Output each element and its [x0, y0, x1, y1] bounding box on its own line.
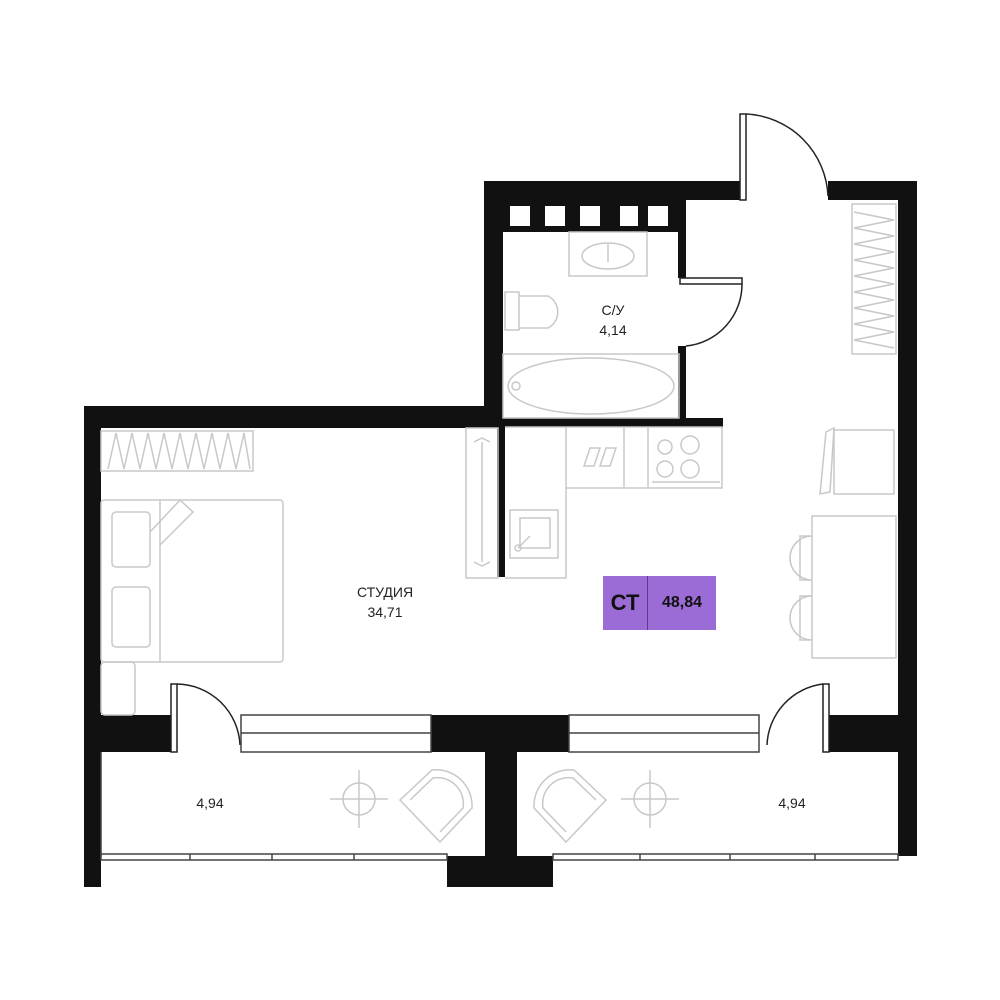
balcony-right-area: 4,94	[778, 795, 806, 811]
furniture	[100, 203, 897, 844]
vent-openings	[510, 206, 668, 226]
bathroom-name: С/У	[601, 302, 625, 318]
studio-name: СТУДИЯ	[356, 584, 414, 600]
toilet	[504, 291, 559, 331]
balcony-left-area: 4,94	[196, 795, 224, 811]
bathroom-area: 4,14	[599, 322, 627, 338]
balcony-chair-left	[398, 769, 473, 844]
balcony-chair-right	[533, 769, 608, 844]
kitchen-sink	[509, 509, 559, 559]
wardrobe-hall	[851, 203, 897, 355]
bathtub	[502, 353, 680, 419]
windows	[100, 714, 899, 861]
bed	[100, 498, 284, 716]
bathroom-sink	[568, 231, 648, 277]
dining-table	[789, 515, 897, 659]
sliding-panel	[465, 427, 499, 579]
studio-label: СТУДИЯ 34,71	[330, 582, 440, 622]
bathroom-label: С/У 4,14	[580, 300, 646, 340]
balcony-table-left	[330, 770, 388, 828]
apartment-badge: СТ 48,84	[603, 576, 716, 630]
studio-area: 34,71	[367, 604, 403, 620]
walls	[84, 181, 917, 887]
apartment-total-area: 48,84	[661, 594, 703, 611]
apartment-type: СТ	[603, 576, 648, 630]
balcony-table-right	[621, 770, 679, 828]
doors	[170, 113, 830, 753]
wardrobe-studio	[100, 430, 254, 472]
stove	[652, 435, 720, 483]
hall-shelf	[819, 426, 895, 495]
kitchen-counter	[505, 426, 723, 579]
